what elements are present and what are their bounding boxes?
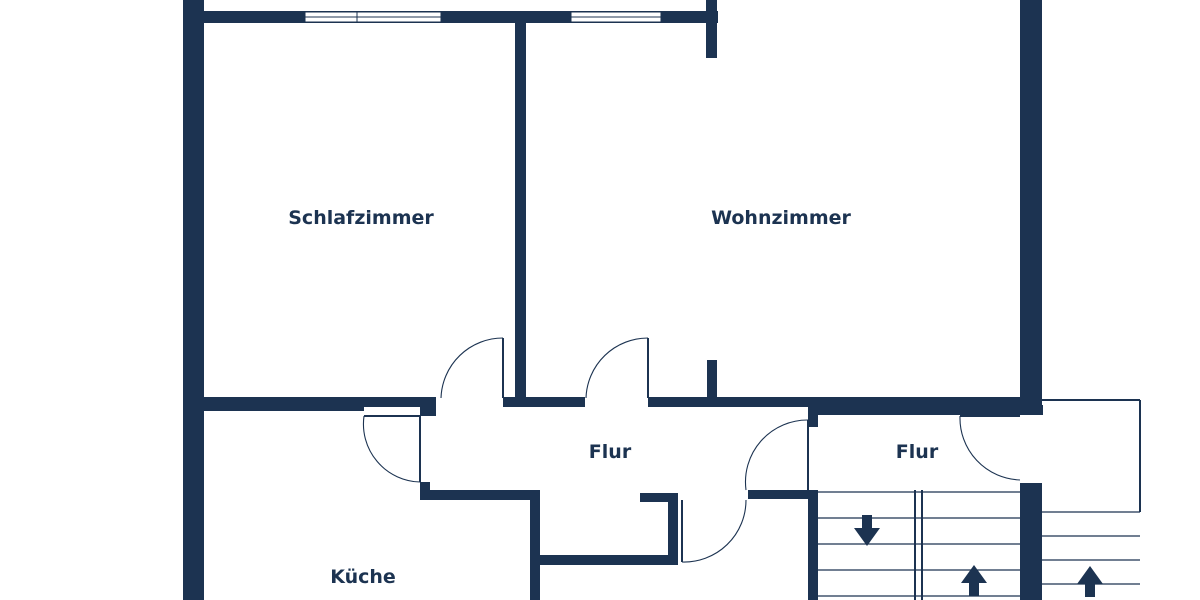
door-wc — [681, 499, 747, 563]
room-label-kueche: Küche — [330, 566, 396, 588]
room-label-schlafzimmer: Schlafzimmer — [288, 207, 434, 229]
wall-stairhall-top — [808, 405, 1043, 415]
wall-stair-right — [1020, 483, 1042, 600]
room-label-flur-2: Flur — [896, 441, 939, 463]
staircase — [818, 399, 1141, 600]
wall-wc-top — [640, 493, 678, 502]
wall-stairhall-divider — [808, 405, 818, 427]
room-label-wohnzimmer: Wohnzimmer — [711, 207, 851, 229]
room-label-flur-1: Flur — [589, 441, 632, 463]
wall-hall-top-mid — [503, 397, 585, 407]
stair-arrow-up-icon — [961, 565, 987, 596]
door-living — [585, 337, 649, 399]
wall-wc-bottom — [530, 555, 678, 565]
stair-arrow-down-icon — [854, 515, 880, 546]
wall-living-bottom — [648, 397, 1020, 407]
door-entrance — [959, 415, 1021, 481]
doors — [362, 337, 1021, 563]
wall-top-left-stub — [183, 0, 204, 23]
stair-arrow-up-icon-2 — [1077, 566, 1103, 597]
wall-kitchen-top-r — [420, 404, 436, 416]
windows — [304, 11, 662, 23]
wall-kitchen-right-down — [530, 490, 540, 600]
wall-bed-bottom — [204, 397, 436, 407]
wall-outer-left — [183, 0, 204, 600]
wall-stair-left — [808, 490, 818, 600]
wall-top-right-stub — [706, 0, 717, 58]
wall-right-living — [1020, 0, 1042, 415]
wall-kitchen-hall-bottom — [420, 490, 540, 500]
wall-hall-bottom-right — [748, 490, 818, 499]
wall-living-stub — [707, 360, 717, 400]
wall-kitchen-top — [204, 404, 364, 411]
door-stairhall — [744, 419, 809, 491]
door-kitchen — [362, 415, 421, 483]
room-labels: Schlafzimmer Wohnzimmer Flur Flur Küche — [288, 207, 939, 588]
wall-wc-right — [668, 493, 678, 565]
wall-divider-bed-living — [515, 23, 526, 398]
door-bedroom — [440, 337, 504, 399]
